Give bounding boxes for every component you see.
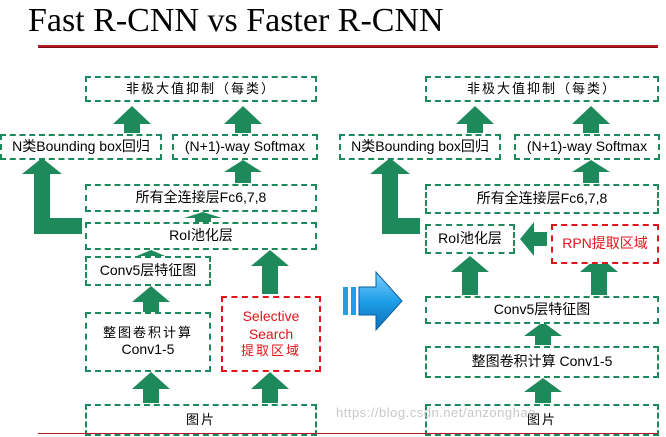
faster-fc-box: 所有全连接层Fc6,7,8: [425, 184, 659, 214]
arrow-roi-to-fc: [184, 212, 222, 222]
fast-softmax-label: (N+1)-way Softmax: [184, 138, 306, 155]
transition-arrow: [343, 270, 403, 332]
arrow-conv5-to-roi-r: [451, 256, 489, 295]
faster-nms-label: 非极大值抑制（每类）: [466, 80, 617, 96]
faster-roi-box: RoI池化层: [425, 224, 515, 254]
fast-image-label: 图片: [185, 411, 216, 427]
arrow-rpn-to-roi-r: [520, 222, 547, 256]
fast-selective-search-box: Selective Search 提取区域: [221, 296, 321, 372]
faster-roi-label: RoI池化层: [438, 230, 502, 247]
faster-conv-label: 整图卷积计算 Conv1-5: [471, 353, 613, 370]
fast-softmax-box: (N+1)-way Softmax: [172, 134, 318, 160]
fast-image-box: 图片: [85, 404, 317, 436]
arrow-fc-to-softmax: [224, 160, 262, 183]
faster-fc-label: 所有全连接层Fc6,7,8: [476, 190, 608, 207]
watermark: https://blog.csdn.net/anzonghao: [336, 405, 536, 420]
arrow-fc-to-softmax-r: [572, 160, 610, 183]
faster-bbox-label: N类Bounding box回归: [351, 138, 489, 155]
arrow-fc-to-bbox: [22, 158, 82, 234]
arrow-image-to-conv-r: [524, 378, 562, 403]
arrow-softmax-to-nms-r: [456, 106, 494, 133]
fast-ss-label-3: 提取区域: [240, 343, 301, 359]
faster-bbox-box: N类Bounding box回归: [339, 134, 501, 160]
fast-fc-box: 所有全连接层Fc6,7,8: [85, 184, 317, 212]
fast-nms-box: 非极大值抑制（每类）: [85, 76, 317, 102]
fast-conv5-box: Conv5层特征图: [85, 256, 211, 286]
fast-fc-label: 所有全连接层Fc6,7,8: [135, 189, 267, 206]
faster-rpn-box: RPN提取区域: [551, 224, 659, 264]
faster-image-box: 图片: [425, 404, 659, 436]
fast-conv-label-1: 整图卷积计算: [102, 325, 193, 341]
faster-image-label: 图片: [526, 411, 557, 427]
fast-conv5-label: Conv5层特征图: [99, 262, 197, 279]
faster-conv5-box: Conv5层特征图: [425, 296, 659, 324]
arrow-softmax-to-nms: [113, 106, 151, 133]
faster-softmax-label: (N+1)-way Softmax: [526, 138, 648, 155]
fast-conv-box: 整图卷积计算 Conv1-5: [85, 312, 211, 372]
arrow-bbox-to-nms: [224, 106, 262, 133]
fast-bbox-box: N类Bounding box回归: [0, 134, 162, 160]
arrow-image-to-ss: [251, 372, 289, 403]
faster-softmax-box: (N+1)-way Softmax: [514, 134, 660, 160]
fast-roi-box: RoI池化层: [85, 222, 317, 250]
title-rule-shadow: [38, 47, 658, 48]
arrow-conv5-to-rpn-r: [580, 256, 618, 295]
arrow-conv-to-conv5: [132, 286, 170, 312]
fast-ss-label-1: Selective: [242, 308, 300, 325]
arrow-bbox-to-nms-r: [572, 106, 610, 133]
fast-roi-label: RoI池化层: [169, 227, 233, 244]
fast-nms-label: 非极大值抑制（每类）: [125, 80, 276, 96]
page-title: Fast R-CNN vs Faster R-CNN: [28, 2, 444, 39]
arrow-roi-to-bbox-r: [370, 158, 420, 234]
arrow-conv-to-conv5-r: [524, 322, 562, 345]
bottom-rule: [38, 433, 658, 434]
fast-conv-label-2: Conv1-5: [121, 341, 175, 358]
faster-conv5-label: Conv5层特征图: [493, 301, 591, 318]
faster-conv-box: 整图卷积计算 Conv1-5: [425, 346, 659, 378]
faster-nms-box: 非极大值抑制（每类）: [425, 76, 659, 102]
fast-ss-label-2: Search: [248, 325, 294, 342]
title-rule: [38, 45, 658, 47]
arrow-image-to-conv: [132, 372, 170, 403]
faster-rpn-label: RPN提取区域: [562, 235, 648, 252]
arrow-ss-to-roi: [251, 250, 289, 294]
fast-bbox-label: N类Bounding box回归: [12, 138, 150, 155]
